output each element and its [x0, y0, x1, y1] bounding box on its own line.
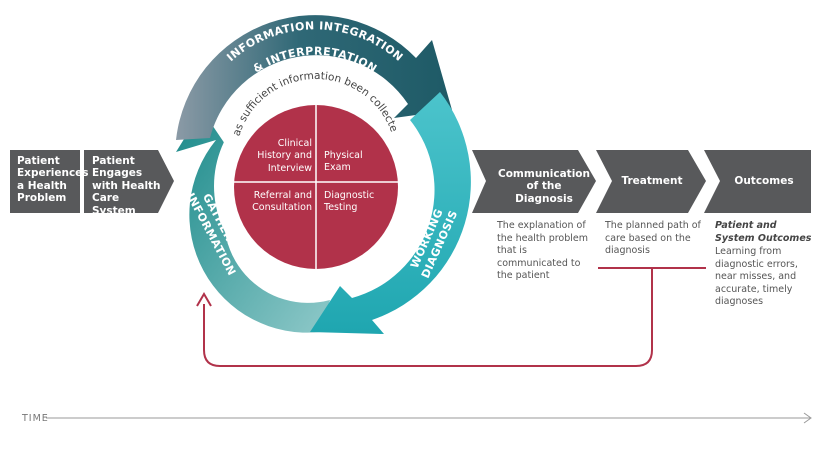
desc-treatment: The planned path of care based on the di… [605, 220, 701, 257]
label-patient-engages: Patient Engages with Health Care System [92, 155, 161, 217]
label-patient-experiences: Patient Experiences a Health Problem [17, 155, 89, 205]
feedback-loop-arrow [203, 268, 653, 367]
quadrant-clinical-history: Clinical History and Interview [257, 138, 312, 174]
label-outcomes: Outcomes [734, 175, 794, 187]
quadrant-diagnostic-testing: Diagnostic Testing [324, 190, 375, 214]
quadrant-referral: Referral and Consultation [252, 190, 312, 214]
desc-outcomes-title: Patient and System Outcomes [715, 220, 812, 244]
chevron-treatment [596, 150, 706, 213]
feedback-arrowhead [196, 292, 212, 307]
time-axis-arrowhead [803, 412, 812, 424]
label-treatment: Treatment [621, 175, 683, 187]
box-patient-engages [84, 150, 174, 213]
box-outcomes [704, 150, 811, 213]
desc-outcomes: Learning from diagnostic errors, near mi… [715, 246, 798, 308]
ring-segment-information-gathering [176, 110, 330, 333]
desc-communication: The explanation of the health problem th… [497, 220, 589, 282]
time-label: TIME [22, 413, 49, 424]
quadrant-physical-exam: Physical Exam [324, 150, 363, 174]
box-patient-experiences [10, 150, 80, 213]
ring-segment-working-diagnosis [310, 92, 471, 334]
label-communication: Communication of the Diagnosis [498, 168, 590, 205]
ring-segment-integration [176, 15, 452, 141]
chevron-communication [472, 150, 596, 213]
